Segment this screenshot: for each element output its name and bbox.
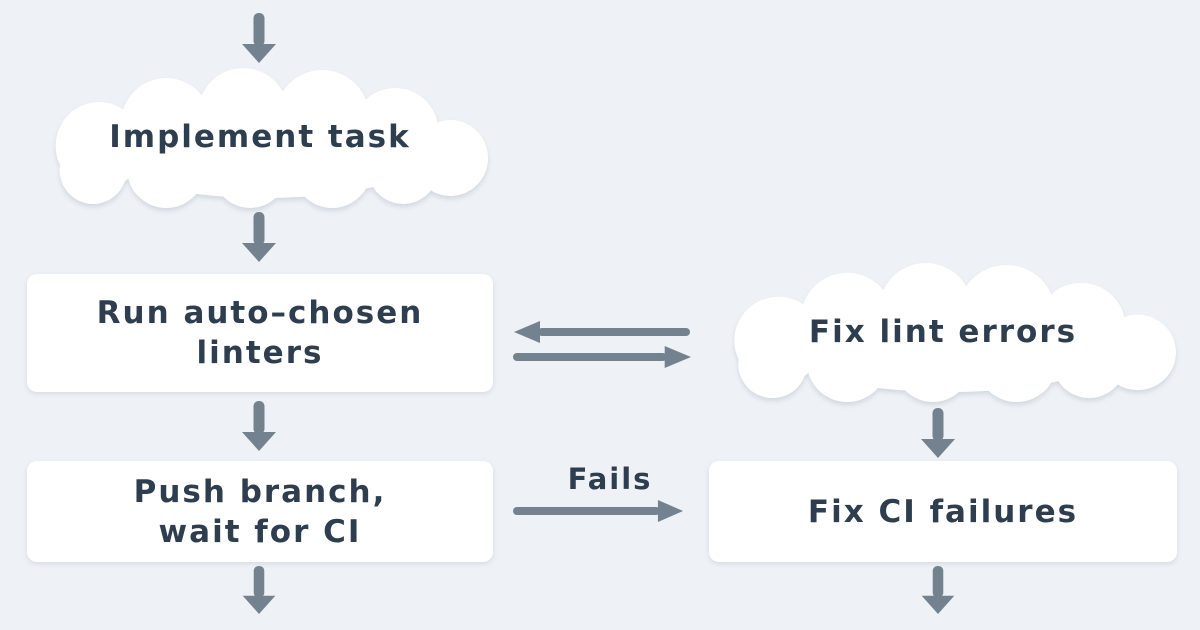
node-push-branch: Push branch, wait for CI bbox=[27, 461, 493, 562]
node-run-linters: Run auto–chosen linters bbox=[27, 274, 493, 392]
arrow-left-icon bbox=[514, 321, 690, 343]
node-fix-lint-errors: Fix lint errors bbox=[706, 261, 1180, 402]
arrow-down-icon bbox=[242, 212, 276, 262]
arrow-down-icon bbox=[921, 408, 955, 458]
arrow-down-icon bbox=[242, 566, 276, 614]
node-fix-ci-failures: Fix CI failures bbox=[709, 461, 1177, 562]
node-label: Push branch, wait for CI bbox=[133, 473, 387, 550]
node-label: Fix CI failures bbox=[807, 493, 1079, 530]
arrow-down-icon bbox=[242, 401, 276, 451]
arrow-down-icon bbox=[242, 13, 276, 63]
node-label: Implement task bbox=[109, 119, 411, 155]
edge-label-fails: Fails bbox=[567, 462, 653, 496]
arrow-right-icon bbox=[513, 346, 691, 368]
node-label: Fix lint errors bbox=[808, 313, 1078, 350]
node-label: Run auto–chosen linters bbox=[96, 295, 424, 371]
node-implement-task: Implement task bbox=[28, 66, 492, 208]
arrow-down-icon bbox=[921, 566, 955, 614]
cloud-shape-icon bbox=[734, 262, 1176, 402]
arrow-right-icon bbox=[513, 500, 684, 522]
cloud-shape-icon bbox=[55, 68, 489, 208]
